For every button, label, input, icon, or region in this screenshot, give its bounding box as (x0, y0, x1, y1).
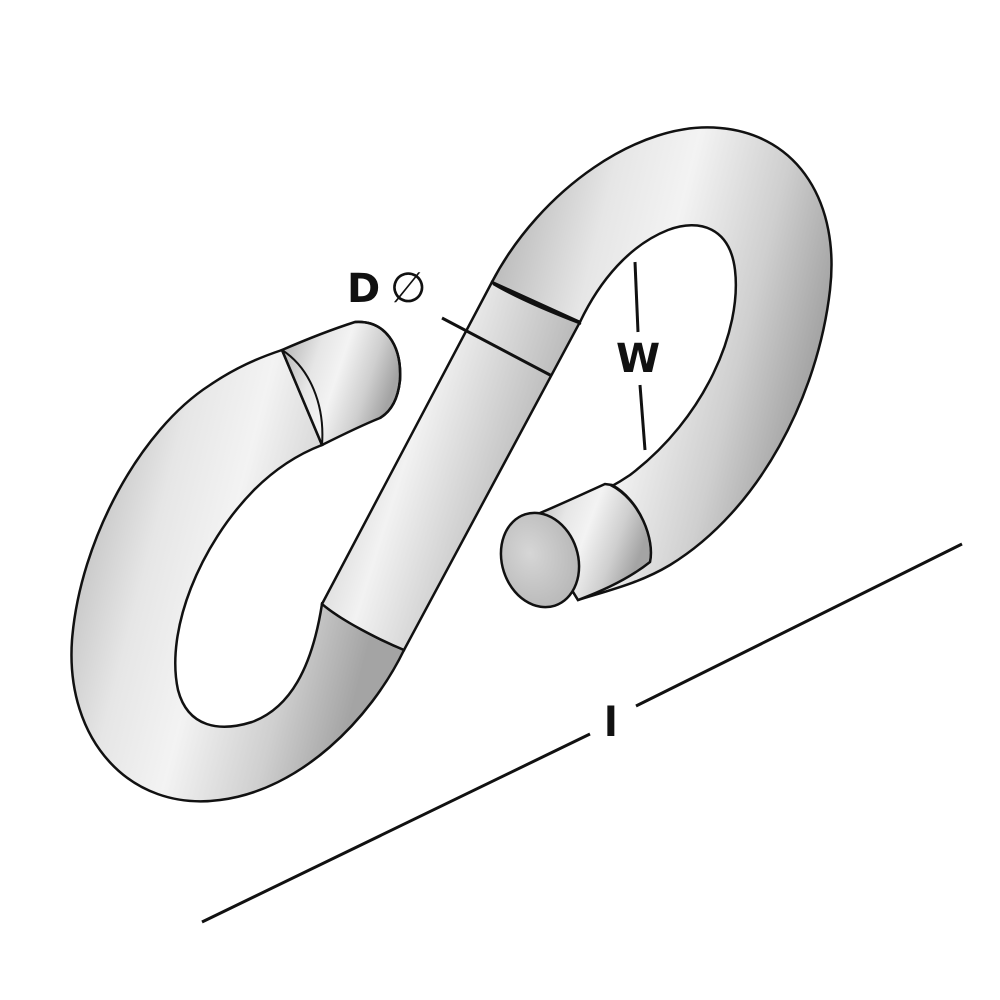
diameter-leader-line (441, 316, 553, 378)
seam-shank-top (492, 283, 582, 325)
width-label: W (616, 336, 660, 382)
width-dimension-line-bottom (638, 384, 647, 451)
length-label: l (604, 700, 618, 746)
upper-end-cap (499, 511, 581, 609)
diameter-label: D (347, 266, 380, 312)
lower-hook-loop (70, 348, 406, 803)
seam-upper-stub (609, 484, 652, 563)
upper-hook-loop (490, 126, 833, 602)
length-dimension-line-upper (635, 542, 963, 708)
length-dimension-line-lower (201, 732, 591, 924)
diameter-symbol: ∅ (390, 263, 427, 312)
seam-shank-bottom (321, 603, 405, 651)
seam-lower-stub (281, 349, 324, 446)
width-dimension-line-top (633, 261, 640, 333)
lower-end-cap-edge (354, 320, 402, 420)
